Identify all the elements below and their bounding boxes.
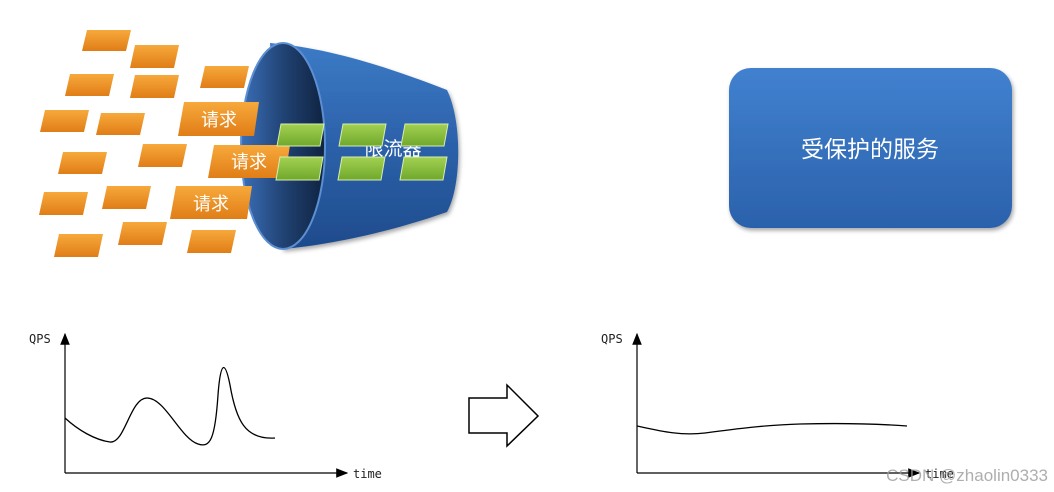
x-axis-label: time: [353, 467, 382, 481]
request-labeled-3: 请求: [170, 186, 252, 219]
request-labeled-2: 请求: [208, 145, 290, 178]
token-blocks: [275, 123, 449, 181]
request-block: [96, 113, 145, 135]
request-block: [187, 230, 236, 253]
smoothed-qps-line: [636, 422, 908, 435]
request-block: [65, 74, 114, 96]
request-block: [102, 186, 151, 209]
service-label: 受保护的服务: [801, 137, 939, 163]
service-box: [729, 68, 1012, 228]
request-label: 请求: [231, 152, 267, 173]
bursty-qps-line: [64, 367, 276, 446]
x-axis-label: time: [925, 467, 954, 481]
request-block: [118, 222, 167, 245]
right-qps-chart: QPS time: [601, 332, 954, 481]
request-block: [82, 30, 131, 51]
transform-arrow-icon: [468, 383, 540, 448]
y-axis-label: QPS: [29, 332, 51, 346]
request-block: [39, 192, 88, 215]
request-block: [58, 152, 107, 174]
request-block: [40, 110, 89, 132]
request-label: 请求: [201, 110, 237, 131]
token-block: [338, 123, 387, 147]
token-block: [337, 156, 386, 181]
y-axis-label: QPS: [601, 332, 623, 346]
request-label: 请求: [193, 194, 229, 215]
request-labeled-1: 请求: [178, 102, 259, 136]
token-block: [400, 123, 449, 147]
token-block: [276, 123, 325, 147]
token-block: [399, 156, 448, 181]
request-block: [54, 234, 103, 257]
request-block: [130, 45, 179, 68]
watermark-text: CSDN @zhaolin0333: [886, 466, 1048, 485]
request-block: [130, 75, 179, 98]
token-block: [275, 156, 324, 181]
left-qps-chart: QPS time: [29, 332, 382, 481]
request-block: [200, 66, 249, 88]
request-block: [138, 144, 187, 167]
request-blocks: [39, 30, 249, 257]
protected-service: 受保护的服务: [729, 68, 1012, 228]
